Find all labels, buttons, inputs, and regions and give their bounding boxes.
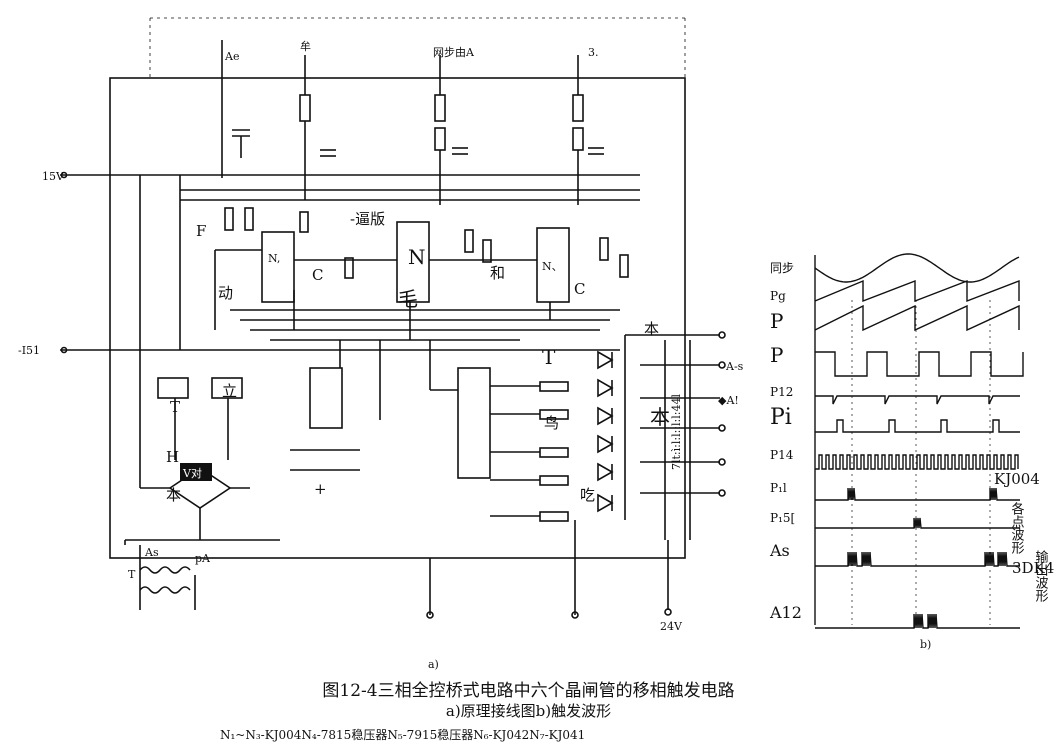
terminal-ae: Ae <box>224 50 239 63</box>
schematic-a <box>60 17 726 619</box>
label-niao: 鸟 <box>544 414 559 432</box>
label-plus: + <box>314 480 327 498</box>
label-chi: 吃 <box>580 486 595 504</box>
wave-trace-2 <box>814 304 1020 332</box>
fig-a-label: a) <box>428 658 439 671</box>
terminal-top-left: 牟 <box>300 39 311 53</box>
wave-label-7: P₁l <box>770 481 787 495</box>
label-ben-right: 本 <box>650 405 670 429</box>
label-ben-bridge: 本 <box>166 486 181 504</box>
label-t-mid: T <box>542 345 556 369</box>
side-3dk4: 3DK4 <box>1012 559 1054 577</box>
wave-trace-0 <box>814 253 1020 283</box>
figure-legend: N₁~N₃-KJ004N₄-7815稳压器N₅-7915稳压器N₆-KJ042N… <box>220 728 586 742</box>
wave-label-9: As <box>769 541 790 560</box>
waveform-panel <box>814 253 1024 629</box>
label-n1: N, <box>268 252 280 265</box>
label-vdui-box <box>180 463 212 481</box>
wave-label-3: P <box>770 343 783 367</box>
wave-trace-4 <box>815 395 1020 405</box>
label-n3: N、 <box>542 260 563 273</box>
terminal-top-right: 3. <box>588 46 599 59</box>
side-kj004: KJ004 <box>994 470 1040 488</box>
terminal-top-mid: 网步由A <box>433 45 475 59</box>
wave-label-2: P <box>770 309 783 333</box>
terminal-as: As <box>144 546 159 559</box>
label-li: 立 <box>222 382 237 400</box>
terminal-a-excl: ◆A! <box>718 394 739 407</box>
terminal-pa: pA <box>195 552 211 565</box>
waveform-side-notes: KJ004 各点波形 3DK4 输出波形 b) <box>920 470 1054 651</box>
label-t-left: T <box>170 398 180 416</box>
wave-label-5: Pi <box>770 405 792 430</box>
label-vdui: V对 <box>182 466 202 480</box>
label-ben-top: 本 <box>644 320 659 338</box>
wave-trace-9 <box>815 551 1020 567</box>
wave-label-10: A12 <box>769 603 802 622</box>
label-mao: 毛 <box>398 287 418 311</box>
wave-label-6: P14 <box>770 448 794 462</box>
wave-label-4: P12 <box>770 385 793 399</box>
wave-trace-10 <box>815 613 1020 629</box>
wave-trace-5 <box>815 419 1020 433</box>
figure-caption: 图12-4三相全控桥式电路中六个晶闸管的移相触发电路 <box>322 681 735 701</box>
wave-trace-6 <box>815 454 1019 470</box>
wave-trace-3 <box>815 351 1024 377</box>
terminal-a-s: A-s <box>725 360 744 373</box>
label-he: 和 <box>490 264 505 282</box>
wave-label-8: P₁5[ <box>770 511 795 525</box>
wave-trace-1 <box>814 279 1020 303</box>
label-f: F <box>196 222 206 240</box>
fig-b-label: b) <box>920 638 931 651</box>
wave-label-1: Pg <box>770 289 786 303</box>
label-h: H <box>166 448 179 466</box>
schematic-labels: Ae 牟 网步由A 3. 15V -I51 A-s ◆A! As pA T 24… <box>18 39 744 671</box>
wave-trace-7 <box>815 487 1020 501</box>
wave-label-0: 同步 <box>770 261 794 275</box>
side-points: 各点波形 <box>1009 501 1025 555</box>
terminal-i51: -I51 <box>18 344 40 357</box>
label-dong: 动 <box>218 284 233 302</box>
wave-trace-8 <box>815 517 1020 529</box>
label-c-right: C <box>574 280 585 298</box>
label-ban: -逼版 <box>350 210 385 228</box>
terminal-24v: 24V <box>660 620 683 633</box>
side-out: 输出波形 <box>1033 549 1049 603</box>
terminal-t: T <box>128 568 136 581</box>
terminal-15v: 15V <box>42 170 65 183</box>
figure-subcaption: a)原理接线图b)触发波形 <box>445 702 612 720</box>
label-vertical-code: 7lt:ì:l:l::l:l:44l <box>670 394 683 470</box>
label-n-mid: N <box>408 245 426 269</box>
label-c-left: C <box>312 266 323 284</box>
